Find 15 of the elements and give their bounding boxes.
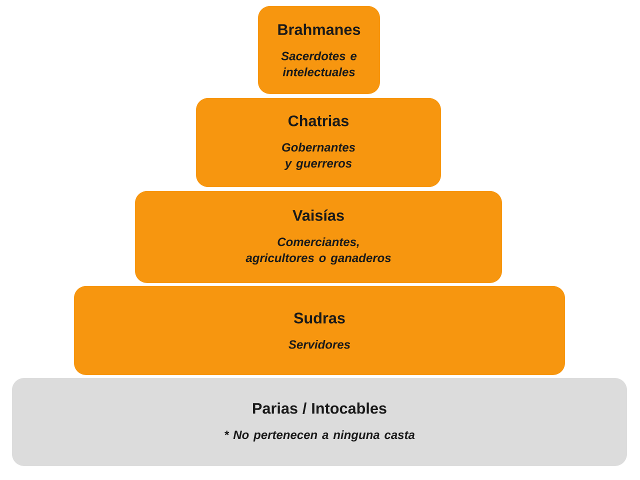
tier-description: Comerciantes, agricultores o ganaderos bbox=[246, 237, 391, 265]
tier-description: Servidores bbox=[288, 340, 350, 349]
tier-description: Sacerdotes e intelectuales bbox=[281, 51, 357, 76]
tier-title: Sudras bbox=[294, 312, 345, 324]
tier-description: * No pertenecen a ninguna casta bbox=[224, 430, 415, 442]
tier-description: Gobernantes y guerreros bbox=[282, 142, 356, 170]
tier-title: Chatrias bbox=[288, 115, 349, 126]
pyramid-tier bbox=[135, 191, 502, 283]
tier-title: Brahmanes bbox=[278, 24, 360, 35]
tier-title: Vaisías bbox=[292, 209, 344, 221]
pyramid-tier bbox=[12, 378, 627, 466]
pyramid-tier bbox=[74, 286, 565, 375]
pyramid-tier bbox=[196, 98, 441, 188]
tier-title: Parias / Intocables bbox=[253, 402, 386, 414]
pyramid-tier bbox=[258, 6, 380, 94]
